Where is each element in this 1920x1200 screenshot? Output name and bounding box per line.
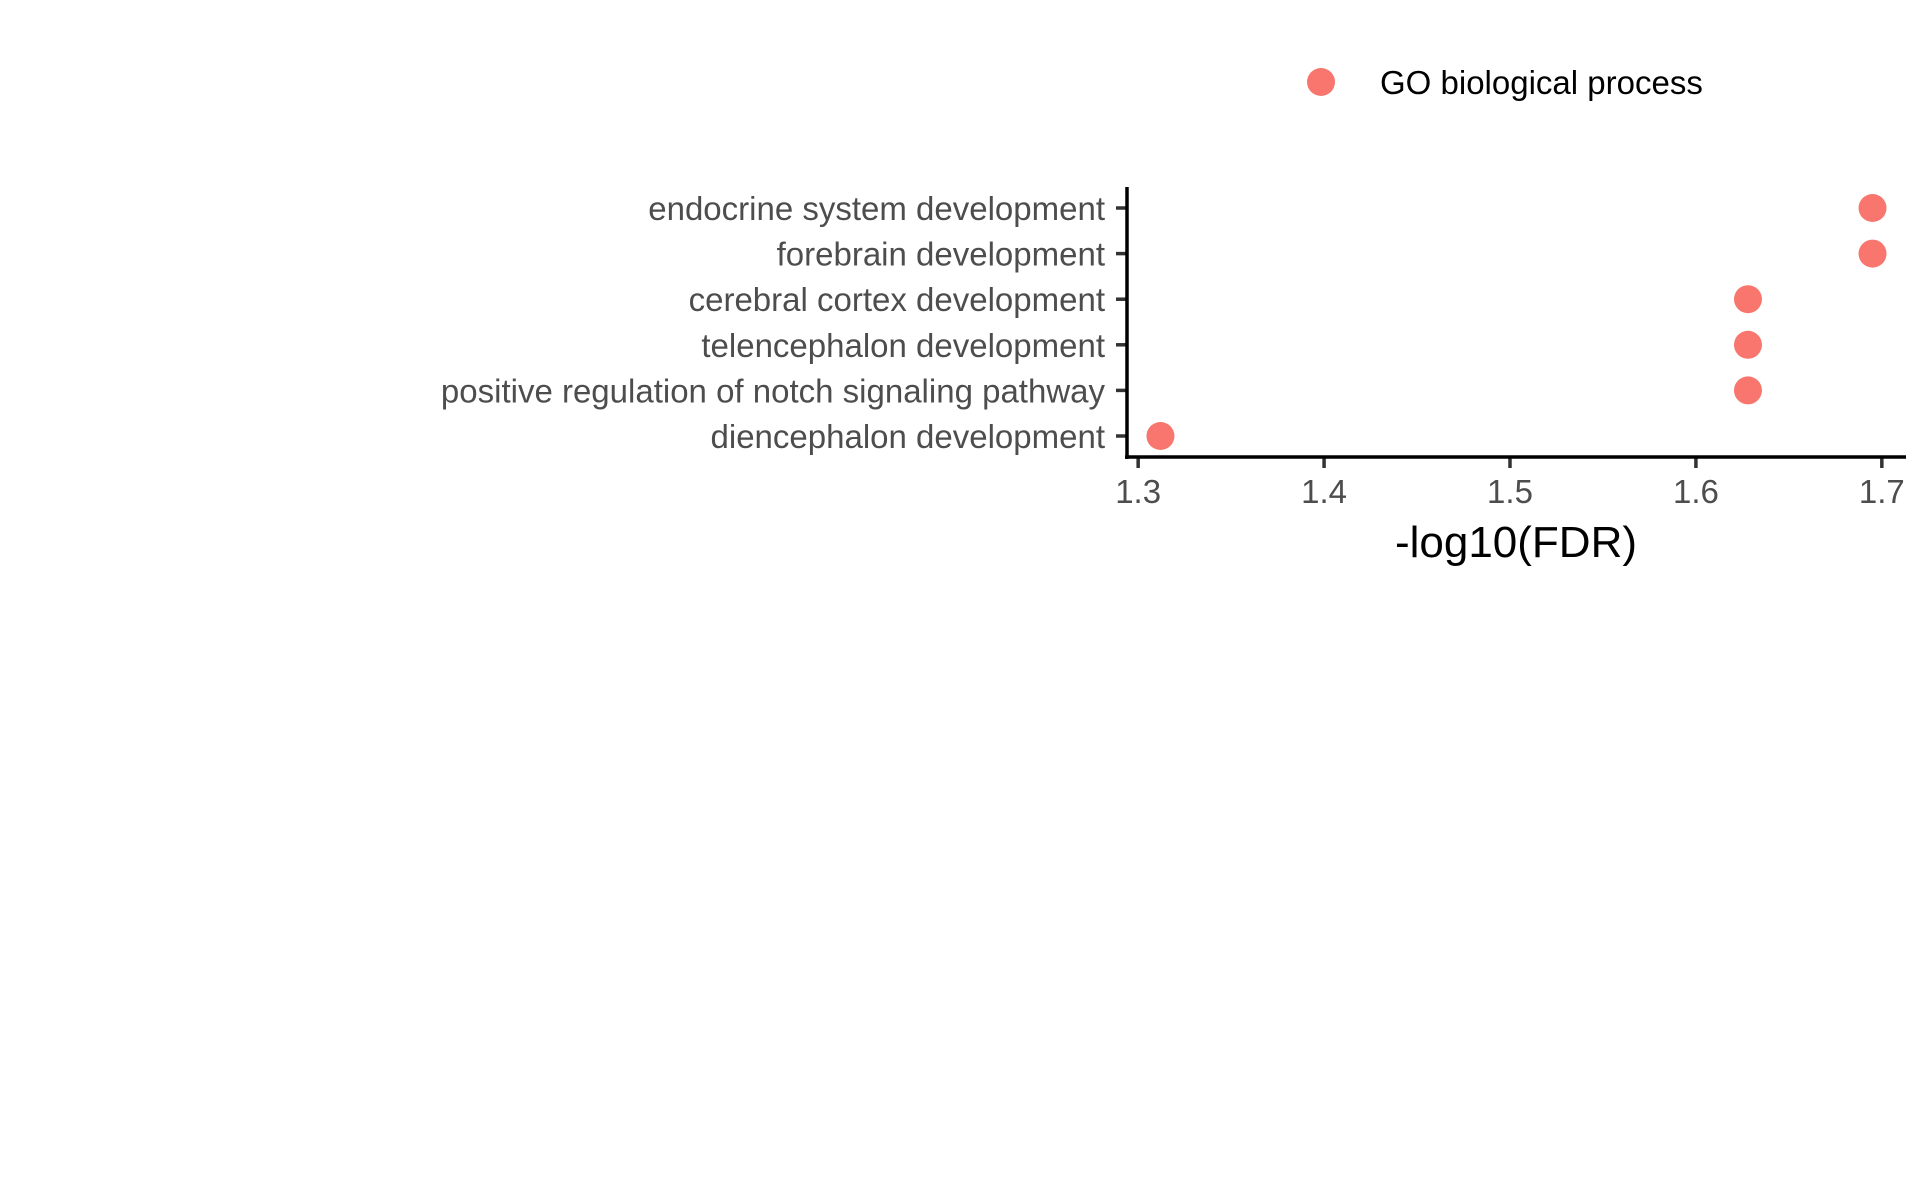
x-axis-title: -log10(FDR) — [1395, 518, 1637, 567]
y-axis-ticks — [1116, 206, 1127, 438]
x-axis-ticks — [1136, 457, 1884, 468]
y-tick-label: endocrine system development — [648, 190, 1105, 227]
x-tick-label: 1.3 — [1115, 473, 1161, 510]
x-tick-label: 1.5 — [1487, 473, 1533, 510]
x-tick-label: 1.4 — [1301, 473, 1347, 510]
legend-label-go-biological-process: GO biological process — [1380, 64, 1703, 101]
data-point — [1733, 376, 1762, 405]
y-axis-tick-labels: endocrine system development forebrain de… — [441, 190, 1106, 455]
legend-key-go-biological-process — [1307, 68, 1335, 96]
y-tick-label: cerebral cortex development — [689, 281, 1105, 318]
legend: GO biological process — [1307, 64, 1703, 101]
data-point — [1858, 194, 1887, 222]
data-point — [1733, 285, 1762, 314]
x-tick-label: 1.7 — [1859, 473, 1905, 510]
x-axis-tick-labels: 1.3 1.4 1.5 1.6 1.7 — [1115, 473, 1905, 510]
data-points — [1146, 194, 1887, 450]
data-point — [1858, 239, 1887, 268]
y-tick-label: diencephalon development — [711, 418, 1105, 455]
data-point — [1146, 422, 1175, 450]
y-tick-label: telencephalon development — [701, 327, 1105, 364]
data-point — [1733, 330, 1762, 359]
y-tick-label: positive regulation of notch signaling p… — [441, 372, 1106, 409]
x-tick-label: 1.6 — [1673, 473, 1719, 510]
y-tick-label: forebrain development — [777, 236, 1105, 273]
